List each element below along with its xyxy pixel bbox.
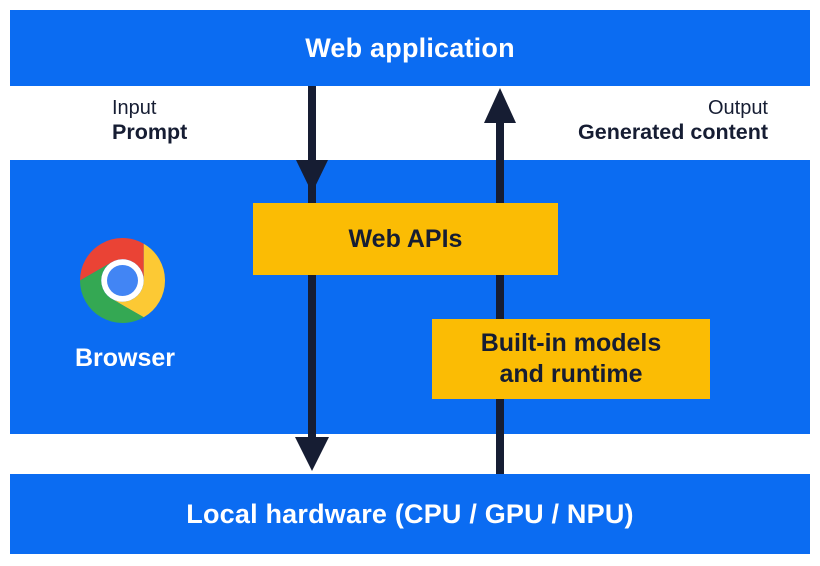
web-application-bar: Web application [10,10,810,86]
web-application-label: Web application [305,32,515,63]
built-in-models-label-line1: Built-in models [480,329,662,357]
input-value: Prompt [112,120,188,144]
input-caption: Input [112,97,157,119]
chrome-logo-icon [80,238,165,323]
output-label-group: Output Generated content [578,97,768,145]
output-value: Generated content [578,120,768,144]
chrome-logo-segments [80,238,165,323]
built-in-models-label-line2: and runtime [499,360,643,388]
local-hardware-label: Local hardware (CPU / GPU / NPU) [186,498,634,529]
input-label-group: Input Prompt [112,97,187,145]
output-caption: Output [707,97,768,119]
web-apis-box: Web APIs [253,203,558,275]
built-in-models-box: Built-in models and runtime [432,319,710,399]
local-hardware-bar: Local hardware (CPU / GPU / NPU) [10,474,810,554]
web-apis-label: Web APIs [348,224,463,253]
browser-label: Browser [74,344,176,372]
